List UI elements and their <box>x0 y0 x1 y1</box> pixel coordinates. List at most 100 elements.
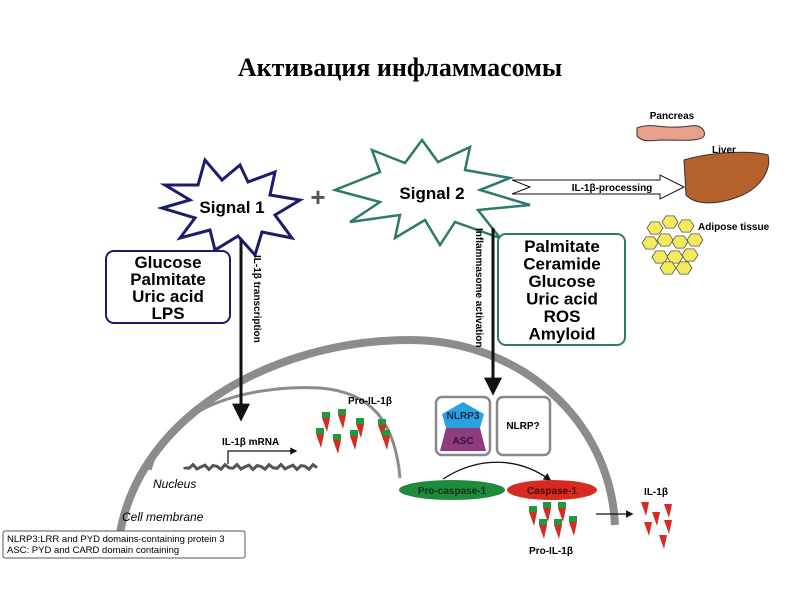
adipose-label: Adipose tissue <box>698 222 770 233</box>
mrna-strand <box>183 462 318 472</box>
signal2-burst <box>331 137 531 248</box>
adipocyte-icon <box>659 261 677 275</box>
il1b-peptide-icon <box>539 525 547 539</box>
pro-domain-icon <box>529 506 537 512</box>
il1b-peptide-icon <box>350 436 358 450</box>
il1b-processing-label: IL-1β-processing <box>572 183 653 194</box>
pro-domain-icon <box>322 412 330 418</box>
il1b-peptide-icon <box>664 520 672 534</box>
liver-icon <box>683 151 770 204</box>
adipocyte-icon <box>686 233 704 247</box>
il1b-peptide-icon <box>554 525 562 539</box>
adipocyte-icon <box>651 250 669 264</box>
pro-caspase-1-oval <box>399 480 505 500</box>
mrna-label: IL-1β mRNA <box>222 437 279 448</box>
il1b-peptide-icon <box>659 535 667 549</box>
il1b-peptide-icon <box>641 502 649 516</box>
il1b-peptide-icon <box>322 418 330 432</box>
nucleus-envelope <box>148 386 402 479</box>
pro-domain-icon <box>316 428 324 434</box>
adipose-tissue-icon <box>641 215 704 275</box>
pro-domain-icon <box>569 516 577 522</box>
processing-arrow <box>511 174 686 200</box>
il1b-peptide-icon <box>652 512 660 526</box>
pro-domain-icon <box>543 502 551 508</box>
il1b-peptide-icon <box>558 508 566 522</box>
plus-sign: + <box>310 182 325 212</box>
pro-domain-icon <box>378 419 386 425</box>
pro-caspase-label: Pro-caspase-1 <box>418 486 487 497</box>
pro-il1b-nucleus-group <box>316 409 390 454</box>
adipocyte-icon <box>671 235 689 249</box>
nlrp3-label: NLRP3 <box>447 411 480 422</box>
pancreas-icon <box>636 125 705 142</box>
signal2-label: Signal 2 <box>399 184 464 203</box>
trigger-item: Glucose <box>528 272 595 291</box>
page-title: Активация инфламмасомы <box>238 53 562 82</box>
pro-domain-icon <box>382 430 390 436</box>
nlrp3-shape <box>442 402 484 428</box>
trigger-item: Palmitate <box>524 237 600 256</box>
adipocyte-icon <box>675 261 693 275</box>
caspase-label: Caspase-1 <box>527 486 577 497</box>
pro-domain-icon <box>338 409 346 415</box>
il1b-peptide-icon <box>569 522 577 536</box>
mature-il1b-group <box>641 502 672 549</box>
asc-label: ASC <box>452 436 473 447</box>
signal1-burst <box>156 156 305 258</box>
signal1-label: Signal 1 <box>199 198 264 217</box>
il1b-peptide-icon <box>333 440 341 454</box>
il1b-peptide-icon <box>338 415 346 429</box>
trigger-item: Palmitate <box>130 270 206 289</box>
pro-domain-icon <box>350 430 358 436</box>
il1b-peptide-icon <box>356 424 364 438</box>
il1b-peptide-icon <box>543 508 551 522</box>
il1b-peptide-icon <box>382 436 390 450</box>
pro-domain-icon <box>554 519 562 525</box>
trigger-item: Uric acid <box>526 290 598 309</box>
pro-domain-icon <box>558 502 566 508</box>
asc-shape <box>440 428 486 451</box>
transcription-start-arrow <box>227 447 298 464</box>
pancreas-label: Pancreas <box>650 111 695 122</box>
trigger-item: Uric acid <box>132 287 204 306</box>
adipocyte-icon <box>656 233 674 247</box>
legend-line-1: NLRP3:LRR and PYD domains-containing pro… <box>7 534 225 545</box>
il1b-label: IL-1β <box>644 487 668 498</box>
caspase-1-oval <box>507 480 597 500</box>
pro-il1b-cytoplasm-label: Pro-IL-1β <box>529 546 573 557</box>
trigger-item: Glucose <box>134 253 201 272</box>
il1b-peptide-icon <box>664 504 672 518</box>
unknown-nlrp-box <box>495 395 552 457</box>
il1b-peptide-icon <box>316 434 324 448</box>
signal2-triggers-box <box>497 233 626 346</box>
signal1-triggers-box <box>105 250 231 324</box>
adipocyte-icon <box>661 215 679 229</box>
liver-label: Liver <box>712 145 736 156</box>
il1b-peptide-icon <box>529 512 537 526</box>
pro-domain-icon <box>356 418 364 424</box>
nucleus-label: Nucleus <box>153 477 196 491</box>
pro-domain-icon <box>333 434 341 440</box>
pro-il1b-cytoplasm-group <box>529 502 577 539</box>
pro-domain-icon <box>539 519 547 525</box>
abbreviation-legend <box>2 530 246 559</box>
nlrp-unknown-label: NLRP? <box>506 421 539 432</box>
trigger-item: LPS <box>151 304 184 323</box>
cell-membrane-label: Cell membrane <box>122 510 204 524</box>
adipocyte-icon <box>666 250 684 264</box>
legend-line-2: ASC: PYD and CARD domain containing <box>7 545 179 556</box>
inflammasome-activation-label: Inflammasome activation <box>473 228 484 347</box>
trigger-item: Amyloid <box>528 325 595 344</box>
il1b-peptide-icon <box>644 522 652 536</box>
adipocyte-icon <box>681 248 699 262</box>
trigger-item: ROS <box>544 307 581 326</box>
pro-il1b-nucleus-label: Pro-IL-1β <box>348 396 392 407</box>
adipocyte-icon <box>677 219 695 233</box>
trigger-item: Ceramide <box>523 255 600 274</box>
adipocyte-icon <box>646 221 664 235</box>
